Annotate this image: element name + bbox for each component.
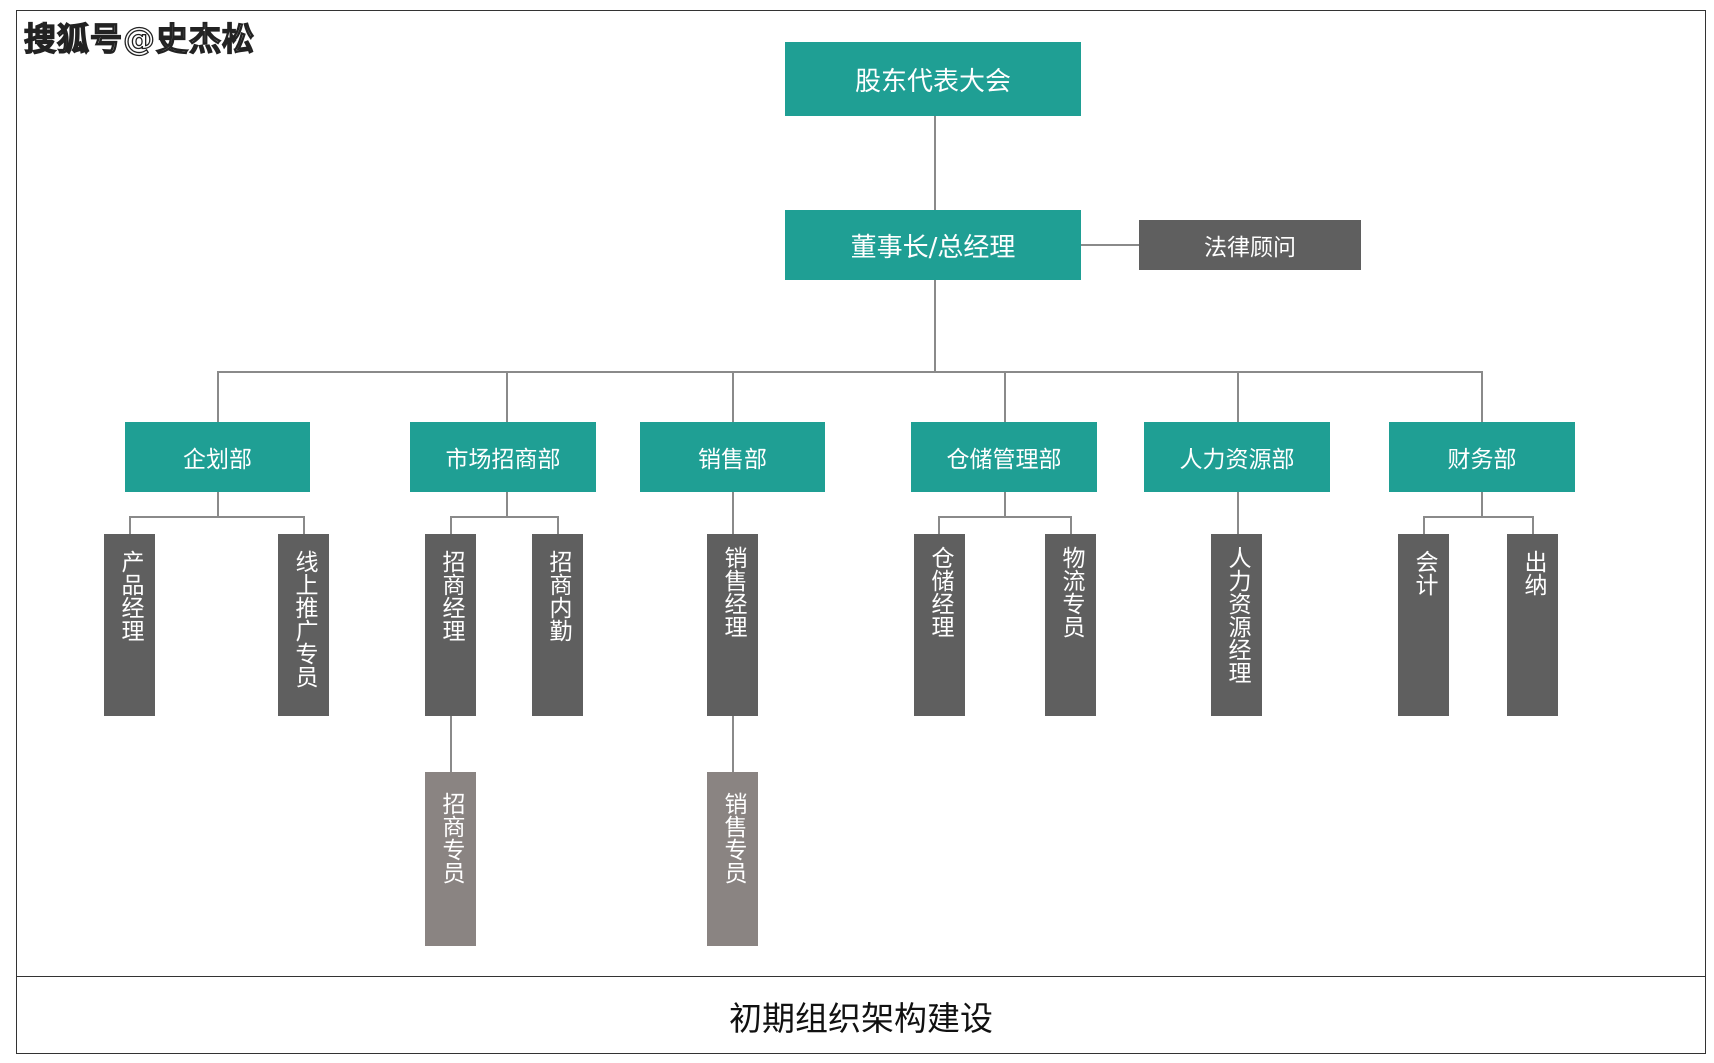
- connector: [217, 492, 219, 517]
- connector: [506, 492, 508, 517]
- role-online-promotion: 线上推广专员: [278, 534, 329, 716]
- shareholders-box: 股东代表大会: [785, 42, 1081, 116]
- connector: [217, 371, 1482, 373]
- role-label: 销售经理: [720, 546, 746, 638]
- connector: [934, 116, 936, 210]
- role-cashier: 出纳: [1507, 534, 1558, 716]
- role-label: 仓储经理: [927, 546, 953, 638]
- role-investment-clerk: 招商内勤: [532, 534, 583, 716]
- role-accountant: 会计: [1398, 534, 1449, 716]
- connector: [1481, 371, 1483, 422]
- caption-divider: [16, 976, 1706, 977]
- dept-sales: 销售部: [640, 422, 825, 492]
- role-label: 出纳: [1520, 550, 1546, 596]
- role-label: 招商专员: [438, 792, 464, 884]
- dept-hr: 人力资源部: [1144, 422, 1330, 492]
- connector: [506, 371, 508, 422]
- connector: [303, 516, 305, 534]
- connector: [732, 492, 734, 534]
- connector: [934, 280, 936, 372]
- connector: [1532, 516, 1534, 534]
- watermark: 搜狐号@史杰松: [23, 19, 256, 58]
- dept-planning: 企划部: [125, 422, 310, 492]
- role-investment-manager: 招商经理: [425, 534, 476, 716]
- connector: [450, 516, 452, 534]
- role-label: 人力资源经理: [1224, 546, 1250, 684]
- role-logistics-specialist: 物流专员: [1045, 534, 1096, 716]
- connector: [1237, 492, 1239, 534]
- legal-advisor-box: 法律顾问: [1139, 220, 1361, 270]
- connector: [1423, 516, 1533, 518]
- connector: [938, 516, 940, 534]
- role-label: 产品经理: [117, 550, 143, 642]
- connector: [732, 371, 734, 422]
- connector: [217, 371, 219, 422]
- connector: [1004, 492, 1006, 517]
- connector: [450, 716, 452, 772]
- dept-finance: 财务部: [1389, 422, 1575, 492]
- role-label: 线上推广专员: [291, 550, 317, 688]
- role-label: 招商内勤: [545, 550, 571, 642]
- connector: [1237, 371, 1239, 422]
- role-investment-specialist: 招商专员: [425, 772, 476, 946]
- role-sales-specialist: 销售专员: [707, 772, 758, 946]
- connector: [1004, 371, 1006, 422]
- diagram-frame: [16, 10, 1706, 1054]
- connector: [129, 516, 305, 518]
- connector: [1080, 244, 1139, 246]
- connector: [557, 516, 559, 534]
- role-product-manager: 产品经理: [104, 534, 155, 716]
- role-warehouse-manager: 仓储经理: [914, 534, 965, 716]
- connector: [1481, 492, 1483, 517]
- connector: [732, 716, 734, 772]
- dept-marketing: 市场招商部: [410, 422, 596, 492]
- connector: [129, 516, 131, 534]
- diagram-caption: 初期组织架构建设: [729, 998, 993, 1038]
- connector: [1423, 516, 1425, 534]
- dept-warehouse: 仓储管理部: [911, 422, 1097, 492]
- role-label: 销售专员: [720, 792, 746, 884]
- connector: [450, 516, 558, 518]
- connector: [1070, 516, 1072, 534]
- chairman-box: 董事长/总经理: [785, 210, 1081, 280]
- role-label: 物流专员: [1058, 546, 1084, 638]
- role-hr-manager: 人力资源经理: [1211, 534, 1262, 716]
- connector: [938, 516, 1072, 518]
- role-label: 招商经理: [438, 550, 464, 642]
- role-label: 会计: [1411, 550, 1437, 596]
- role-sales-manager: 销售经理: [707, 534, 758, 716]
